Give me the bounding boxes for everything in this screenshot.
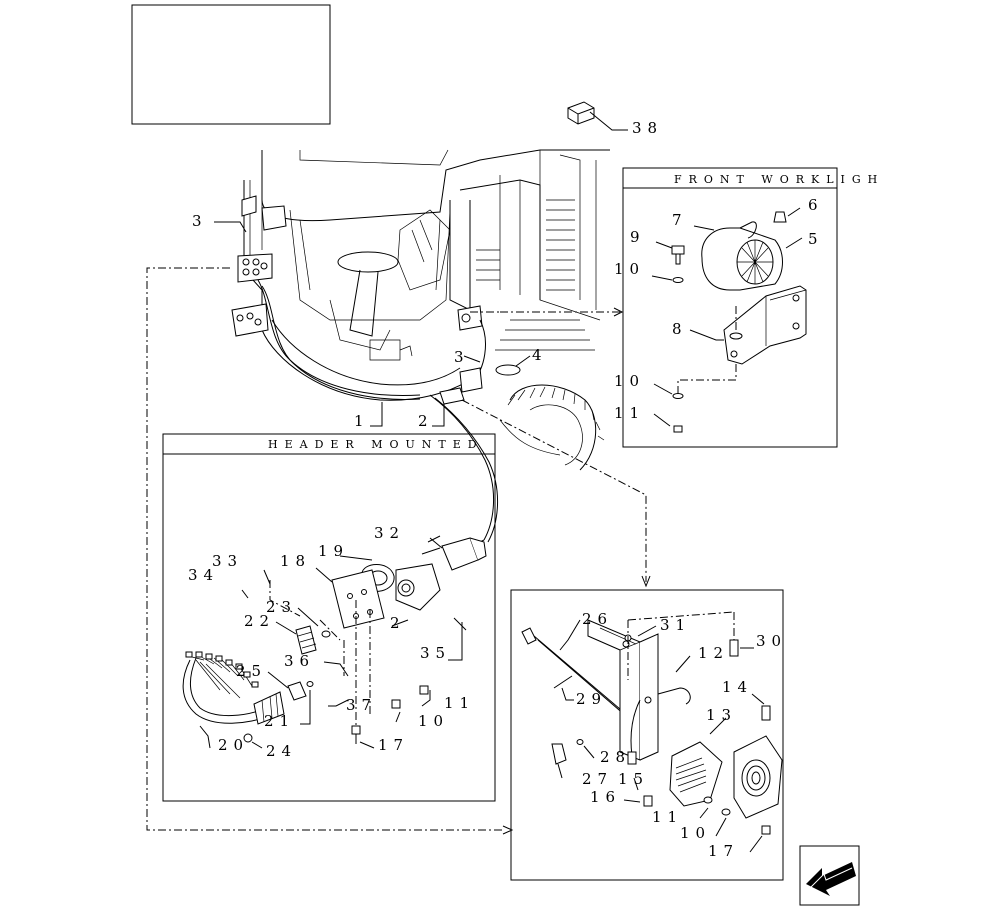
- title-box: [131, 4, 331, 125]
- callout-rl-10: 10: [680, 824, 711, 842]
- callout-hm-24: 24: [266, 742, 297, 760]
- callout-fw-6: 6: [808, 196, 824, 214]
- callout-rl-30: 30: [756, 632, 787, 650]
- callout-hm-18: 18: [280, 552, 311, 570]
- callout-rl-17: 17: [708, 842, 739, 860]
- callout-rl-13: 13: [706, 706, 737, 724]
- callout-hm-37: 37: [346, 696, 377, 714]
- front-worklight-panel: [622, 167, 838, 448]
- callout-hm-2: 2: [390, 614, 406, 632]
- callout-hm-11: 11: [444, 694, 475, 712]
- callout-4: 4: [532, 346, 548, 364]
- callout-rl-26: 26: [582, 610, 613, 628]
- callout-3: 3: [192, 212, 208, 230]
- callout-rl-15: 15: [618, 770, 649, 788]
- callout-hm-25: 25: [236, 662, 267, 680]
- callout-2: 2: [418, 412, 434, 430]
- callout-hm-21: 21: [264, 712, 295, 730]
- callout-38: 38: [632, 119, 663, 137]
- callout-hm-33: 33: [212, 552, 243, 570]
- callout-fw-9: 9: [630, 228, 646, 246]
- callout-hm-22: 22: [244, 612, 275, 630]
- callout-hm-10: 10: [418, 712, 449, 730]
- callout-fw-10a: 10: [614, 260, 645, 278]
- callout-rl-16: 16: [590, 788, 621, 806]
- callout-hm-19: 19: [318, 542, 349, 560]
- header-mounted-title: HEADER MOUNTED: [268, 438, 484, 451]
- callout-rl-27: 27: [582, 770, 613, 788]
- leader-to-header-light: [461, 399, 647, 582]
- callout-rl-31: 31: [660, 616, 691, 634]
- callout-rl-14: 14: [722, 678, 753, 696]
- callout-fw-8: 8: [672, 320, 688, 338]
- front-worklight-title: FRONT WORKLIGH: [674, 173, 884, 186]
- callout-1: 1: [354, 412, 370, 430]
- callout-hm-23: 23: [266, 598, 297, 616]
- rear-light-panel: [510, 589, 784, 881]
- relay-part: [567, 101, 628, 131]
- callout-fw-11: 11: [614, 404, 645, 422]
- callout-hm-32: 32: [374, 524, 405, 542]
- leader-to-rear-light: [146, 267, 505, 831]
- callout-hm-20: 20: [218, 736, 249, 754]
- callout-hm-35: 35: [420, 644, 451, 662]
- callout-rl-28: 28: [600, 748, 631, 766]
- callout-rl-29: 29: [576, 690, 607, 708]
- cab-illustration: [231, 149, 610, 543]
- callout-rl-12: 12: [698, 644, 729, 662]
- callout-hm-17: 17: [378, 736, 409, 754]
- arrow-back-icon[interactable]: [799, 845, 860, 906]
- callout-hm-36: 36: [284, 652, 315, 670]
- header-mounted-panel: [162, 433, 496, 802]
- callout-fw-5: 5: [808, 230, 824, 248]
- callout-3b: 3: [454, 348, 470, 366]
- callout-fw-10b: 10: [614, 372, 645, 390]
- callout-rl-11: 11: [652, 808, 683, 826]
- callout-hm-34: 34: [188, 566, 219, 584]
- callout-fw-7: 7: [672, 211, 688, 229]
